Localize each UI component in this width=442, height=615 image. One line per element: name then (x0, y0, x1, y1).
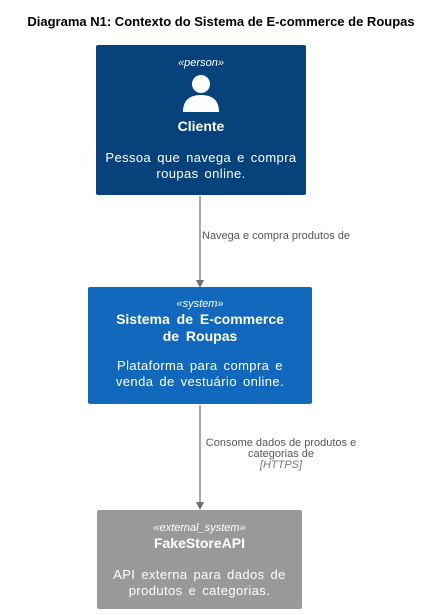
person-icon (183, 75, 219, 112)
edge-label-navega: Navega e compra produtos de (202, 230, 350, 242)
system-node-ecommerce[interactable]: «system» Sistema de E-commerce de Roupas… (88, 287, 312, 404)
person-node-cliente[interactable]: «person» Cliente Pessoa que navega e com… (96, 45, 306, 195)
external-stereotype: «external_system» (153, 522, 246, 534)
external-name: FakeStoreAPI (153, 535, 246, 551)
arrowhead-external (196, 502, 204, 510)
arrowhead-system (196, 280, 204, 288)
person-name: Cliente (177, 118, 225, 134)
person-stereotype: «person» (178, 57, 224, 69)
person-description: Pessoa que navega e compra roupas online… (105, 150, 297, 181)
system-description: Plataforma para compra e venda de vestuá… (115, 358, 285, 389)
external-node-fakestoreapi[interactable]: «external_system» FakeStoreAPI API exter… (97, 510, 302, 609)
system-stereotype: «system» (176, 298, 224, 310)
external-description: API externa para dados de produtos e cat… (113, 567, 286, 598)
diagram-title: Diagrama N1: Contexto do Sistema de E-co… (27, 14, 415, 29)
system-name: Sistema de E-commerce de Roupas (116, 311, 284, 344)
edge-technology: [HTTPS] (259, 459, 303, 471)
edge-label-consome: Consome dados de produtos e categorias d… (205, 437, 357, 471)
